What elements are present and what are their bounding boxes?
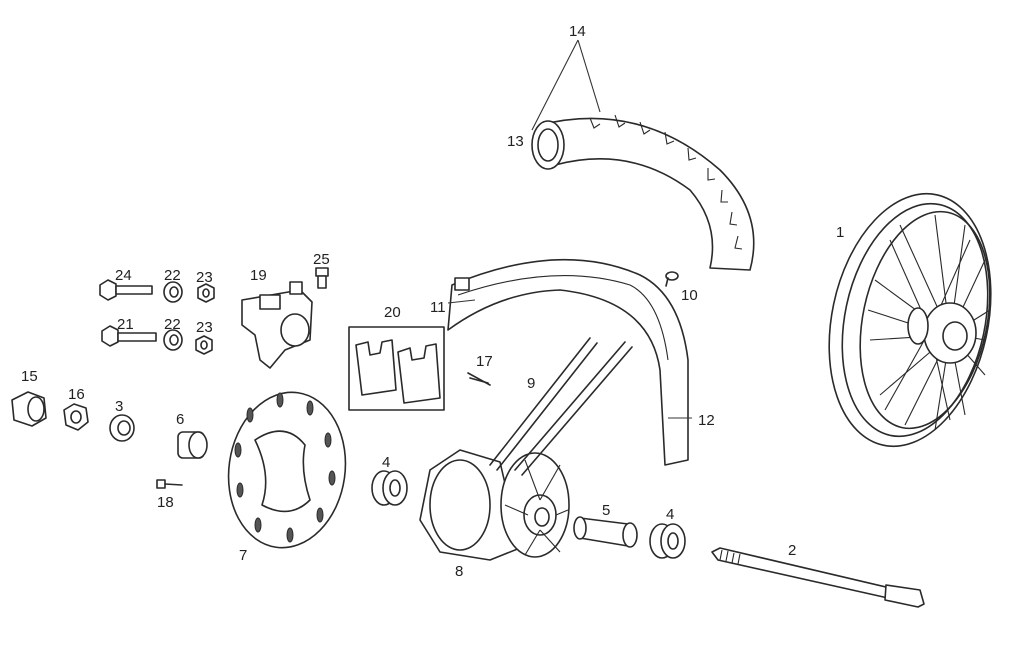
nut-part-23b <box>195 335 213 355</box>
pin-part <box>467 372 491 386</box>
part-number-24: 24 <box>115 267 132 284</box>
tire-part <box>531 114 755 271</box>
part-number-3: 3 <box>115 398 124 415</box>
bolt-part-24 <box>99 279 153 301</box>
part-number-8: 8 <box>455 563 464 580</box>
part-number-6: 6 <box>176 411 185 428</box>
brake-caliper-part <box>241 281 313 369</box>
bleed-screw-part <box>315 267 329 289</box>
washer-part-22a <box>163 281 183 303</box>
part-number-23-top: 23 <box>196 269 213 286</box>
wheel-hub-part <box>419 449 570 561</box>
axle-part <box>711 547 925 608</box>
part-number-18: 18 <box>157 494 174 511</box>
part-number-4-left: 4 <box>382 454 391 471</box>
part-number-22-top: 22 <box>164 267 181 284</box>
brake-disc-part <box>227 391 347 549</box>
part-number-2: 2 <box>788 542 797 559</box>
part-number-9: 9 <box>527 375 536 392</box>
fender-stays-part <box>489 337 633 476</box>
part-number-11: 11 <box>430 299 446 316</box>
screw-part-10 <box>665 271 679 287</box>
bolt-part-21 <box>101 325 157 347</box>
part-number-4-right: 4 <box>666 506 675 523</box>
washer-part-22b <box>163 329 183 351</box>
part-number-7: 7 <box>239 547 248 564</box>
part-number-23-bottom: 23 <box>196 319 213 336</box>
axle-nut-part <box>11 391 47 427</box>
part-number-22-bottom: 22 <box>164 316 181 333</box>
nut-part-23a <box>197 283 215 303</box>
mudguard-part <box>447 258 689 466</box>
part-number-25: 25 <box>313 251 330 268</box>
small-bolt-part <box>156 479 183 489</box>
part-number-12: 12 <box>698 412 715 429</box>
part-number-13: 13 <box>507 133 524 150</box>
spoked-wheel-part <box>828 192 992 448</box>
bushing-part <box>177 431 208 459</box>
hex-nut-part <box>63 403 89 431</box>
spacer-part <box>573 516 638 548</box>
part-number-1: 1 <box>836 224 845 241</box>
bearing-part-left <box>371 470 408 506</box>
part-number-20: 20 <box>384 304 401 321</box>
part-number-10: 10 <box>681 287 698 304</box>
part-number-19: 19 <box>250 267 267 284</box>
part-number-15: 15 <box>21 368 38 385</box>
part-number-5: 5 <box>602 502 611 519</box>
part-number-21: 21 <box>117 316 134 333</box>
part-number-16: 16 <box>68 386 85 403</box>
leader-lines <box>447 39 692 419</box>
part-number-14: 14 <box>569 23 586 40</box>
part-number-17: 17 <box>476 353 493 370</box>
bearing-part-right <box>649 523 686 559</box>
brake-pads-part <box>348 326 445 411</box>
seal-part <box>109 414 135 442</box>
